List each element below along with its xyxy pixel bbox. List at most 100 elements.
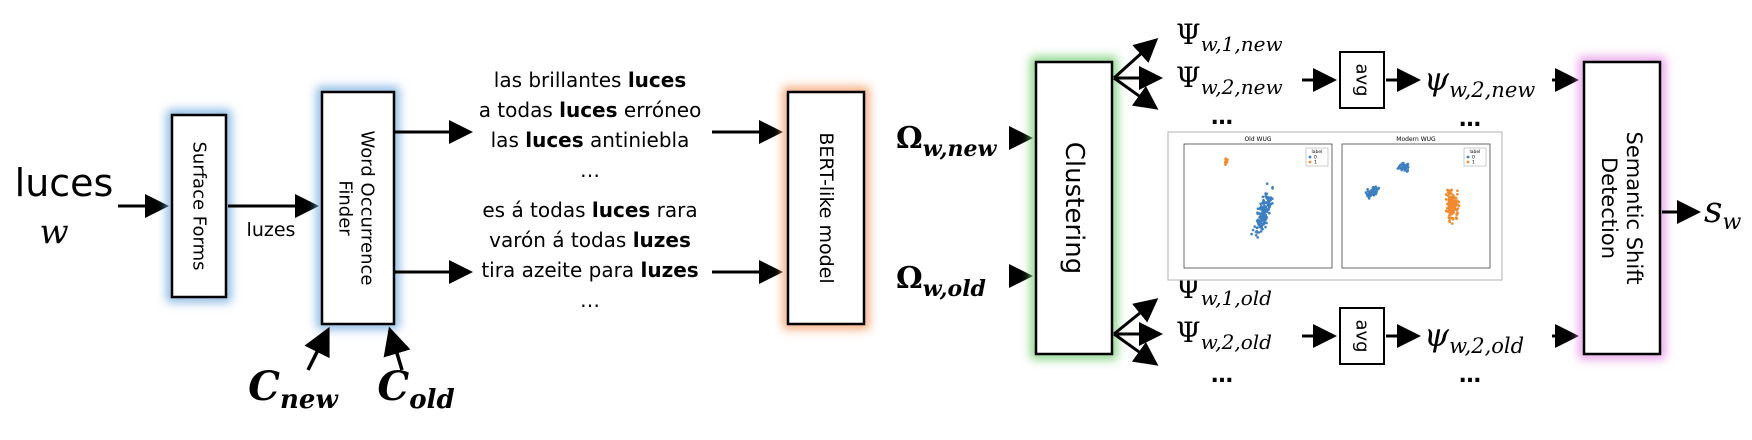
sentences_new-sentence-part: luces [628, 68, 686, 92]
scatter-point [1455, 213, 1458, 217]
surface-forms-box: Surface Forms [167, 110, 231, 302]
corpus-new: Cnew [248, 363, 339, 415]
bert-rect [786, 90, 866, 326]
scatter-plot-right-title: Modern WUG [1396, 136, 1436, 143]
cluster-old-ellipsis: … [1211, 363, 1233, 388]
occurrence-finder-label-line1: Word Occurrence [357, 131, 378, 286]
scatter-point [1261, 215, 1264, 219]
scatter-plot-left-title: Old WUG [1244, 136, 1271, 143]
scatter-plot-right-legend-0: 0 [1472, 155, 1475, 161]
scatter-plot-left-legend [1305, 147, 1329, 167]
scatter-point [1263, 204, 1266, 207]
clustering-label: Clustering [1059, 142, 1089, 275]
sentences_new-sentence-part: … [580, 158, 600, 182]
scatter-point [1406, 162, 1410, 166]
arrow-cluster-old-1 [1113, 298, 1159, 336]
scatter-point [1399, 166, 1402, 170]
scatter-point [1253, 225, 1256, 228]
psi-old-ellipsis: … [1459, 363, 1481, 388]
scatter-point [1261, 223, 1264, 227]
scatter-point [1457, 200, 1461, 204]
sentences_new-sentence-part: luces [559, 98, 617, 122]
psi-old: ψw,2,old [1424, 316, 1524, 358]
sentences_new-sentence-part: luces [525, 128, 583, 152]
scatter-point [1263, 214, 1267, 218]
scatter-plot-left-legend-marker-1 [1308, 160, 1312, 164]
scatter-point [1262, 198, 1265, 202]
scatter-point [1450, 202, 1453, 206]
scatter-point [1455, 201, 1458, 204]
occurrence-finder-box: Word Occurrence Finder [317, 87, 399, 329]
scatter-point [1447, 201, 1451, 204]
scatter-point [1366, 190, 1370, 193]
scatter-point [1447, 205, 1451, 208]
scatter-point [1373, 190, 1377, 194]
semantic-shift-label: Semantic Shift Detection [1597, 132, 1646, 285]
scatter-point [1267, 203, 1270, 206]
scatter-point [1251, 228, 1255, 232]
scatter-point [1261, 210, 1264, 213]
embedding-old: Ωw,old [896, 261, 986, 302]
scatter-point [1451, 208, 1454, 212]
scatter-point [1445, 207, 1449, 210]
scatter-plot-left-legend-marker-0 [1308, 155, 1312, 159]
scatter-point [1374, 185, 1378, 188]
scatter-point [1260, 206, 1264, 210]
scatter-point [1256, 207, 1260, 210]
scatter-point [1254, 230, 1258, 234]
input-word: luces [15, 161, 114, 205]
scatter-point [1456, 189, 1459, 192]
sentences_old-sentence-part: … [580, 288, 600, 312]
scatter-point [1366, 195, 1370, 198]
scatter-point [1263, 211, 1266, 214]
corpus-old: Cold [377, 363, 454, 415]
scatter-point [1258, 212, 1262, 215]
scatter-point [1265, 201, 1268, 204]
scatter-point [1446, 188, 1449, 192]
scatter-point [1402, 167, 1406, 170]
sentences_old-sentence-part: tira azeite para [481, 258, 640, 282]
scatter-point [1224, 157, 1227, 160]
scatter-point [1444, 198, 1448, 201]
scatter-point [1260, 217, 1264, 221]
scatter-point [1262, 220, 1266, 223]
sentences_new-sentence: a todas luces erróneo [479, 98, 702, 122]
scatter-point [1266, 197, 1269, 200]
scatter-point [1371, 190, 1375, 193]
scatter-point [1258, 206, 1262, 210]
arrow-cluster-new-1 [1112, 37, 1159, 80]
sentences_new-sentence-part: las brillantes [494, 68, 628, 92]
scatter-point [1256, 211, 1259, 214]
scatter-point [1258, 216, 1261, 219]
scatter-point [1450, 192, 1453, 195]
arrow-cluster-old-3 [1113, 332, 1159, 366]
scatter-point [1256, 218, 1260, 222]
output-score: sw [1704, 190, 1741, 235]
semantic-shift-box: Semantic Shift Detection [1579, 57, 1665, 359]
scatter-plot-right-legend [1463, 147, 1487, 167]
scatter-point [1267, 208, 1270, 211]
sentences_new-sentence: … [580, 158, 600, 182]
scatter-point [1377, 186, 1381, 190]
occurrence-finder-label: Word Occurrence Finder [335, 131, 378, 286]
scatter-point [1450, 197, 1453, 200]
avg-label-old: avg [1352, 319, 1373, 352]
input-symbol: w [39, 212, 68, 252]
scatter-point [1456, 192, 1459, 196]
scatter-point [1455, 209, 1459, 212]
scatter-point [1271, 197, 1274, 200]
surface-output-label: luzes [247, 219, 296, 241]
scatter-point [1265, 182, 1269, 185]
scatter-point [1406, 165, 1410, 169]
scatter-plot-right-legend-marker-0 [1466, 155, 1470, 159]
occurrence-finder-rect [320, 90, 396, 326]
scatter-point [1448, 217, 1452, 220]
scatter-point [1457, 204, 1461, 208]
avg-box-new [1339, 51, 1385, 109]
avg-box-old [1339, 307, 1385, 365]
embedding-new: Ωw,new [896, 121, 998, 162]
sentences_old-sentence-part: luzes [633, 228, 691, 252]
